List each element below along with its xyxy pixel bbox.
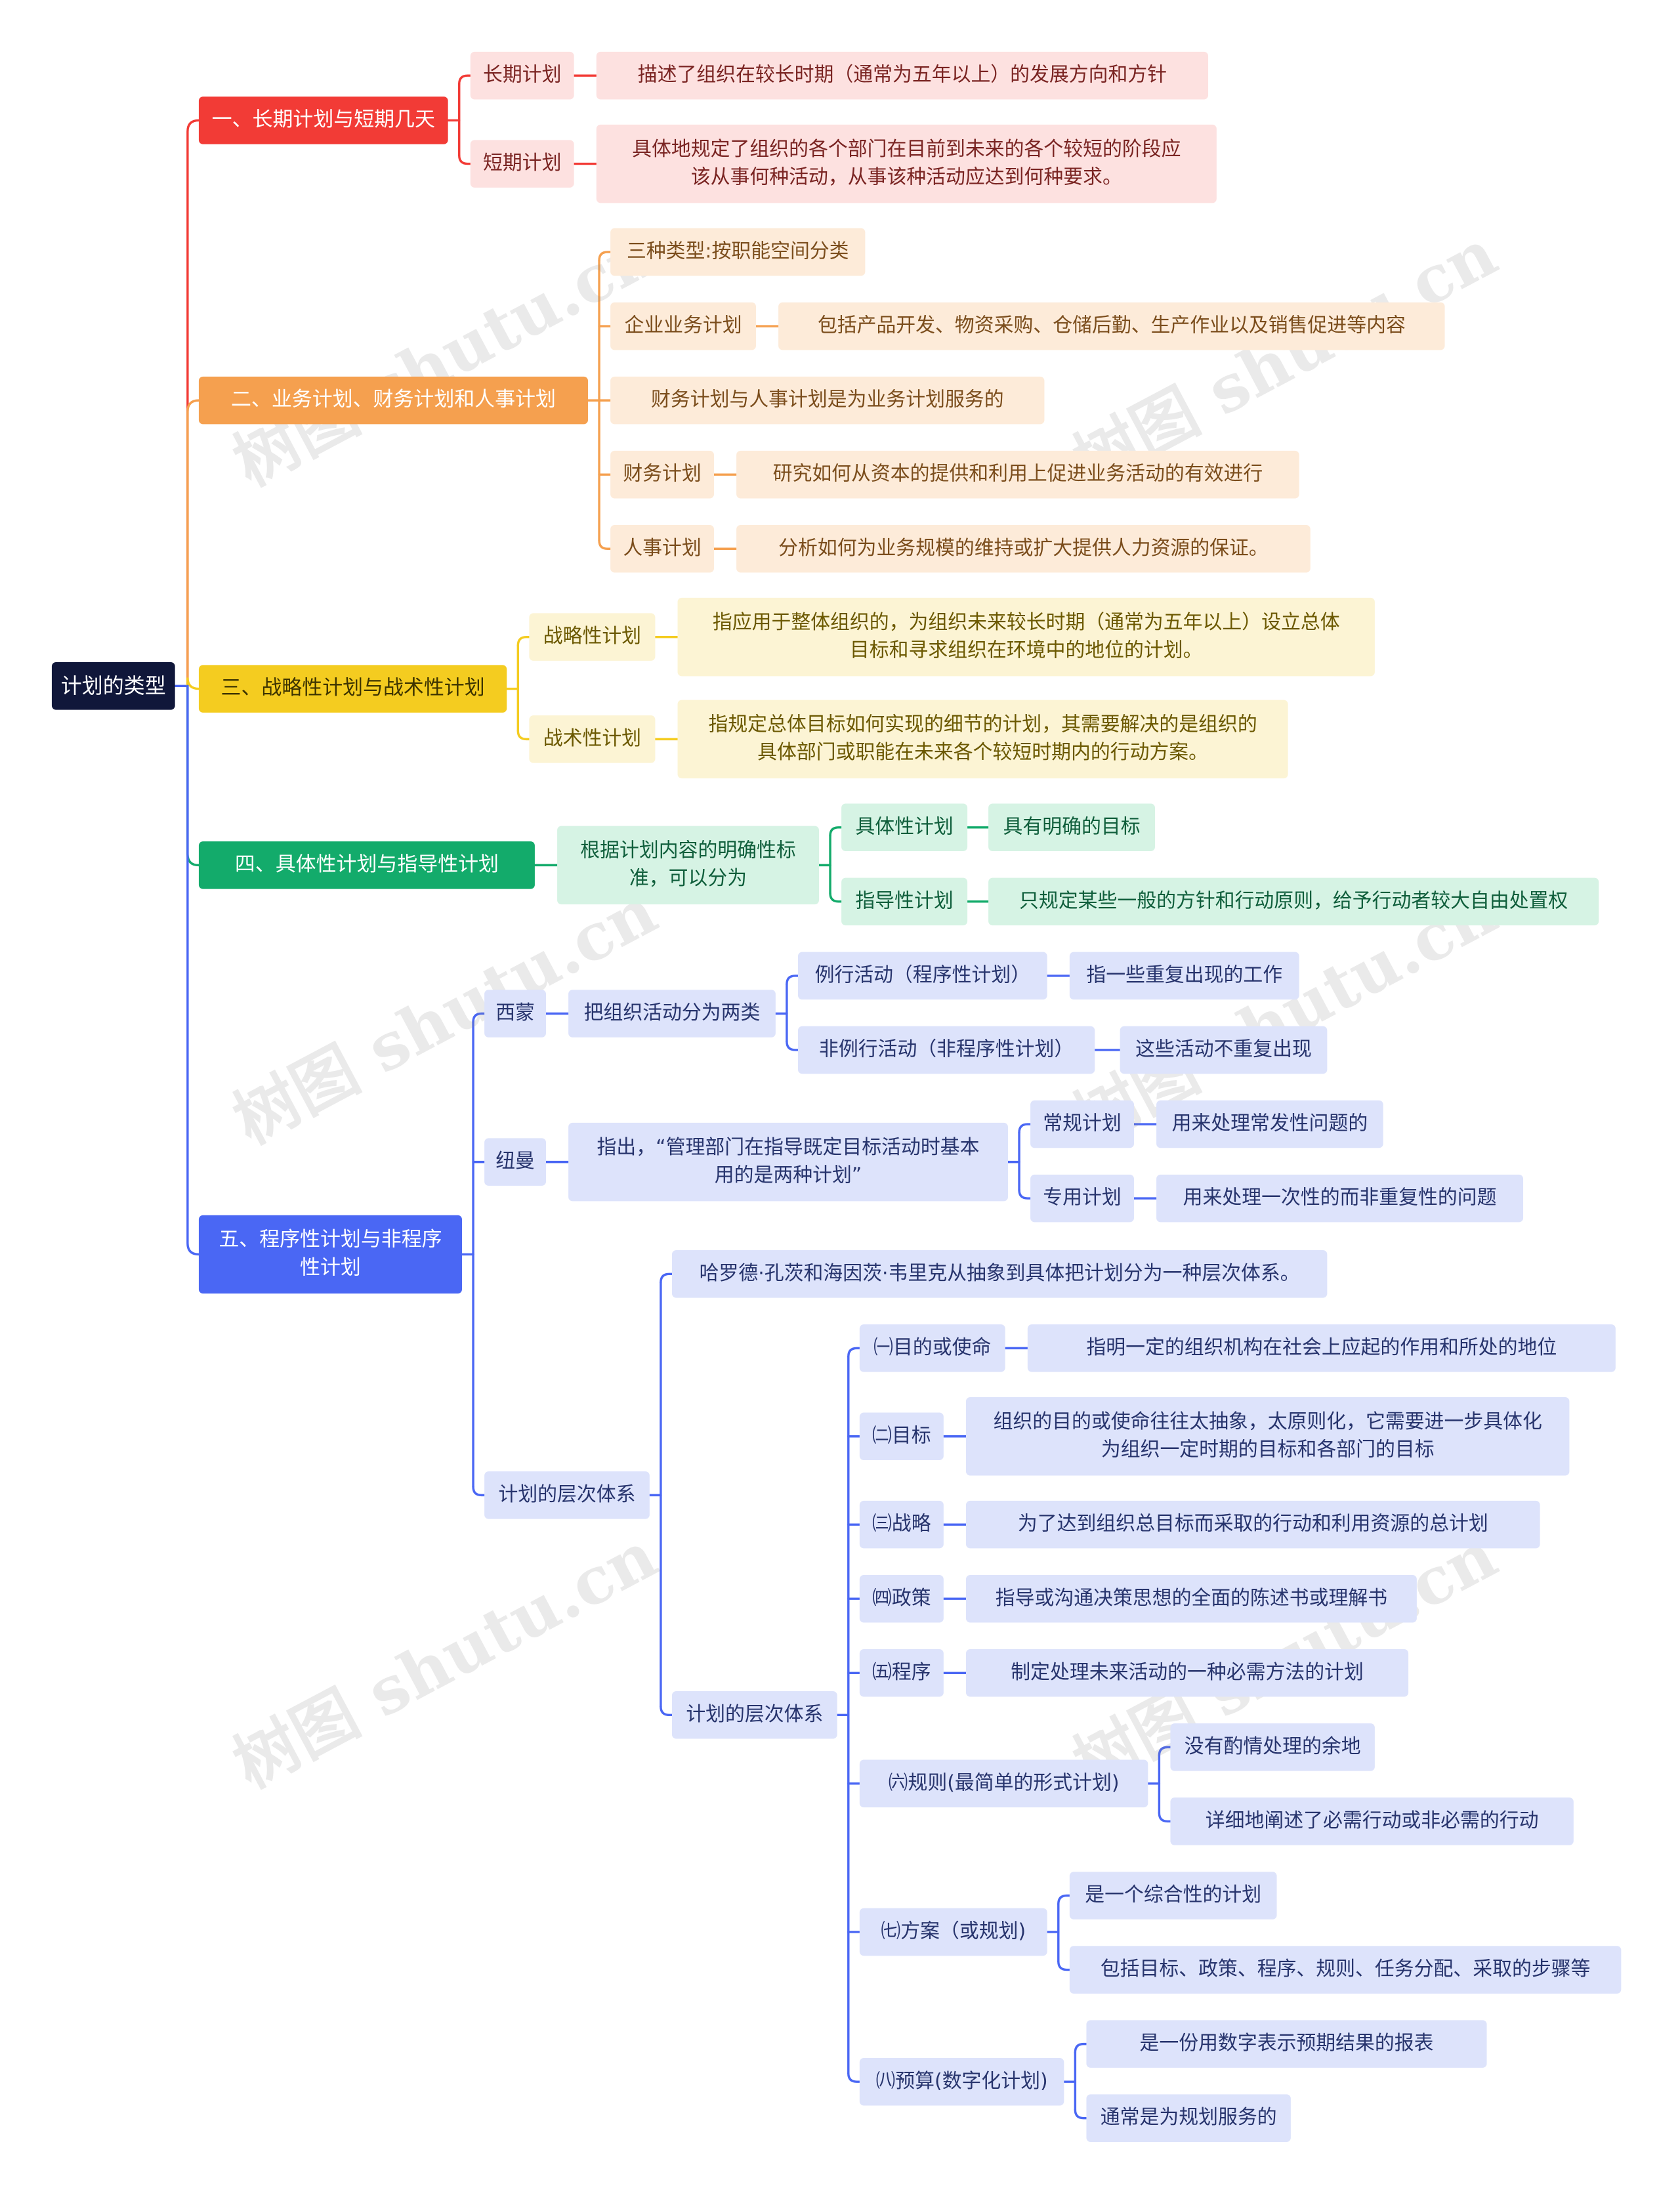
routine-activity-node[interactable]: 例行活动（程序性计划） [797,952,1047,1000]
regular-plan-desc[interactable]: 用来处理常发性问题的 [1156,1100,1383,1148]
connector-line [472,1485,486,1497]
connector-line [472,1012,486,1024]
connector-line [458,154,472,165]
connector-line [1074,2042,1088,2054]
connector-line [1158,1746,1172,1757]
level-program-node[interactable]: ㈦方案（或规划) [859,1908,1047,1956]
level-policy-desc[interactable]: 指导或沟通决策思想的全面的陈述书或理解书 [965,1574,1417,1623]
level-budget-node[interactable]: ㈧预算(数字化计划) [859,2057,1064,2106]
simon-node[interactable]: 西蒙 [484,990,546,1038]
branch-4-title[interactable]: 四、具体性计划与指导性计划 [198,841,535,889]
special-plan-desc[interactable]: 用来处理一次性的而非重复性的问题 [1156,1174,1524,1223]
specific-plan-desc[interactable]: 具有明确的目标 [988,803,1155,852]
branch-1-title[interactable]: 一、长期计划与短期几天 [198,96,448,144]
connector-line [829,892,843,903]
root-node[interactable]: 计划的类型 [51,662,175,710]
financial-plan-desc[interactable]: 研究如何从资本的提供和利用上促进业务活动的有效进行 [736,450,1299,499]
nonroutine-activity-desc[interactable]: 这些活动不重复出现 [1120,1026,1328,1074]
rule-desc-1[interactable]: 没有酌情处理的余地 [1170,1723,1375,1771]
business-plan-node[interactable]: 企业业务计划 [610,302,756,350]
connector-line [186,684,200,1256]
long-term-plan-desc[interactable]: 描述了组织在较长时期（通常为五年以上）的发展方向和方针 [596,51,1209,100]
newman-node[interactable]: 纽曼 [484,1138,546,1186]
connector-line [598,539,612,550]
connector-line [186,119,200,688]
specific-plan-node[interactable]: 具体性计划 [841,803,968,852]
connector-line [516,729,531,741]
connector-line [186,684,200,867]
connector-line [186,677,200,690]
tactical-plan-desc[interactable]: 指规定总体目标如何实现的细节的计划，其需要解决的是组织的 具体部门或职能在未来各… [677,700,1288,779]
level-procedure-desc[interactable]: 制定处理未来活动的一种必需方法的计划 [965,1649,1409,1697]
special-plan-node[interactable]: 专用计划 [1030,1174,1134,1223]
hr-plan-desc[interactable]: 分析如何为业务规模的维持或扩大提供人力资源的保证。 [736,524,1311,573]
connector-line [1158,1811,1172,1823]
level-strategy-node[interactable]: ㈢战略 [859,1500,944,1549]
branch-5-title[interactable]: 五、程序性计划与非程序 性计划 [198,1215,462,1294]
program-desc-2[interactable]: 包括目标、政策、程序、规则、任务分配、采取的步骤等 [1069,1946,1622,1994]
newman-desc[interactable]: 指出，“管理部门在指导既定目标活动时基本 用的是两种计划” [568,1122,1008,1202]
nonroutine-activity-node[interactable]: 非例行活动（非程序性计划） [797,1026,1095,1074]
connector-line [1018,1188,1032,1200]
connector-line [186,399,200,688]
connector-line [1057,1894,1071,1905]
connector-line [598,251,612,262]
tactical-plan-node[interactable]: 战术性计划 [529,715,656,763]
strategic-plan-node[interactable]: 战略性计划 [529,613,656,661]
branch-2-title[interactable]: 二、业务计划、财务计划和人事计划 [198,376,588,425]
connector-line [786,1040,799,1051]
level-purpose-node[interactable]: ㈠目的或使命 [859,1324,1005,1372]
short-term-plan-desc[interactable]: 具体地规定了组织的各个部门在目前到未来的各个较短的阶段应 该从事何种活动，从事该… [596,124,1217,203]
directional-plan-desc[interactable]: 只规定某些一般的方针和行动原则，给予行动者较大自由处置权 [988,877,1599,926]
hr-plan-node[interactable]: 人事计划 [610,524,714,573]
three-types-node[interactable]: 三种类型:按职能空间分类 [610,228,866,276]
business-plan-desc[interactable]: 包括产品开发、物资采购、仓储后勤、生产作业以及销售促进等内容 [778,302,1445,350]
connector-line [1018,1123,1032,1134]
program-desc-1[interactable]: 是一个综合性的计划 [1069,1872,1277,1920]
rule-desc-2[interactable]: 详细地阐述了必需行动或非必需的行动 [1170,1797,1574,1845]
connector-line [829,826,843,837]
level-objective-desc[interactable]: 组织的目的或使命往往太抽象，太原则化，它需要进一步具体化 为组织一定时期的目标和… [965,1397,1570,1476]
hierarchy-node[interactable]: 计划的层次体系 [484,1471,650,1519]
strategic-plan-desc[interactable]: 指应用于整体组织的，为组织未来较长时期（通常为五年以上）设立总体 目标和寻求组织… [677,597,1375,677]
long-term-plan-node[interactable]: 长期计划 [470,51,574,100]
connector-line [458,74,472,85]
financial-plan-node[interactable]: 财务计划 [610,450,714,499]
connector-line [786,975,799,986]
hierarchy-sub-node[interactable]: 计划的层次体系 [671,1691,837,1739]
level-objective-node[interactable]: ㈡目标 [859,1412,944,1461]
connector-line [1074,2109,1088,2120]
level-strategy-desc[interactable]: 为了达到组织总目标而采取的行动和利用资源的总计划 [965,1500,1540,1549]
level-purpose-desc[interactable]: 指明一定的组织机构在社会上应起的作用和所处的地位 [1027,1324,1616,1372]
routine-activity-desc[interactable]: 指一些重复出现的工作 [1069,952,1299,1000]
level-procedure-node[interactable]: ㈤程序 [859,1649,944,1697]
budget-desc-1[interactable]: 是一份用数字表示预期结果的报表 [1086,2020,1487,2068]
branch-3-title[interactable]: 三、战略性计划与战术性计划 [198,665,507,713]
short-term-plan-node[interactable]: 短期计划 [470,140,574,188]
connector-line [660,1272,673,1284]
connector-line [516,635,531,647]
budget-desc-2[interactable]: 通常是为规划服务的 [1086,2094,1291,2142]
criterion-node[interactable]: 根据计划内容的明确性标 准，可以分为 [557,826,819,905]
connector-line [847,2072,861,2083]
regular-plan-node[interactable]: 常规计划 [1030,1100,1134,1148]
simon-desc[interactable]: 把组织活动分为两类 [568,990,776,1038]
directional-plan-node[interactable]: 指导性计划 [841,877,968,926]
connector-line [660,1705,673,1716]
connector-line [1057,1960,1071,1971]
finance-hr-serve-node[interactable]: 财务计划与人事计划是为业务计划服务的 [610,376,1045,425]
connector-line [847,1347,861,1358]
level-policy-node[interactable]: ㈣政策 [859,1574,944,1623]
level-rule-node[interactable]: ㈥规则(最简单的形式计划) [859,1759,1148,1808]
hierarchy-intro[interactable]: 哈罗德·孔茨和海因茨·韦里克从抽象到具体把计划分为一种层次体系。 [671,1250,1328,1298]
